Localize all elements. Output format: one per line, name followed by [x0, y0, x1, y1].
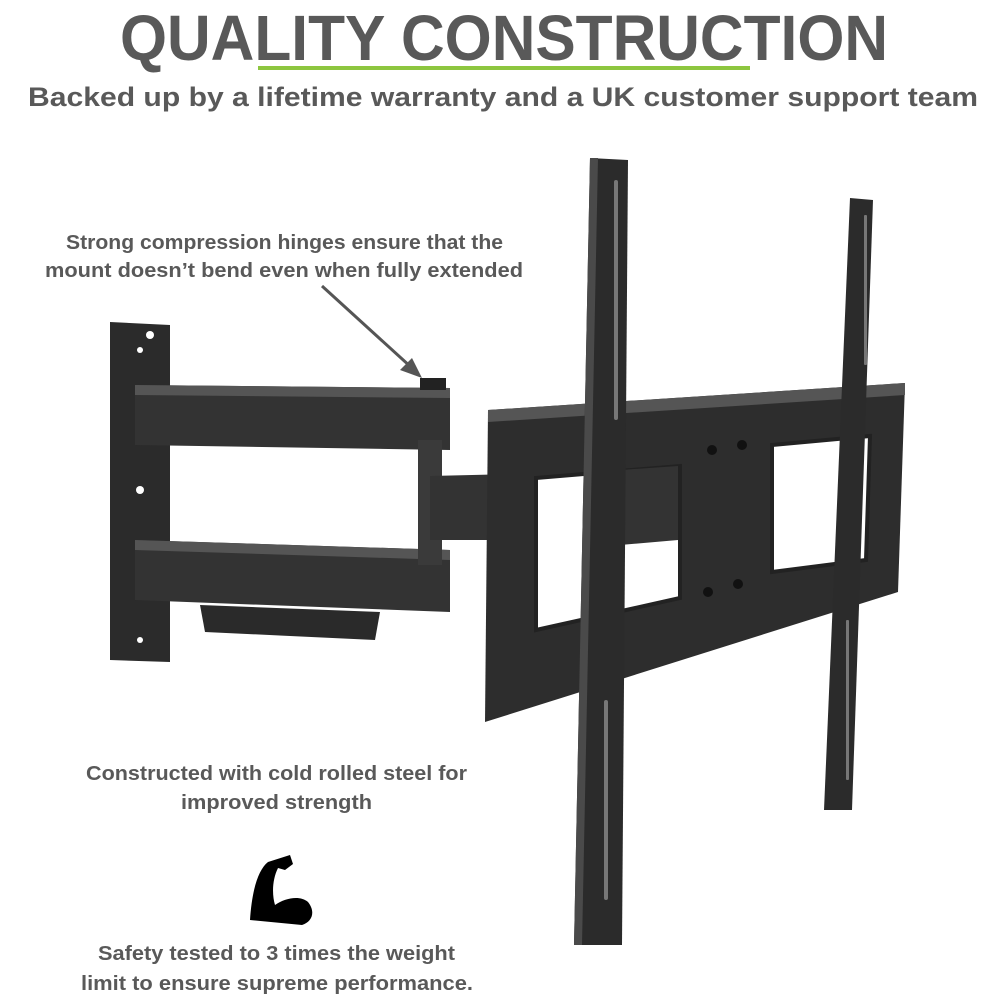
page-title: QUALITY CONSTRUCTION [120, 2, 888, 74]
steel-callout-line1: Constructed with cold rolled steel for [86, 763, 467, 785]
arrow-icon [320, 284, 422, 378]
title-underline [258, 66, 750, 70]
safety-callout-line2: limit to ensure supreme performance. [81, 973, 473, 995]
subtitle: Backed up by a lifetime warranty and a U… [28, 82, 978, 112]
safety-callout-line1: Safety tested to 3 times the weight [98, 943, 455, 965]
hinges-callout-line1: Strong compression hinges ensure that th… [66, 232, 503, 254]
tv-mount-image [110, 158, 905, 945]
hinges-callout-line2: mount doesn’t bend even when fully exten… [45, 260, 523, 282]
flexed-bicep-icon [250, 855, 313, 925]
steel-callout-line2: improved strength [181, 792, 372, 814]
